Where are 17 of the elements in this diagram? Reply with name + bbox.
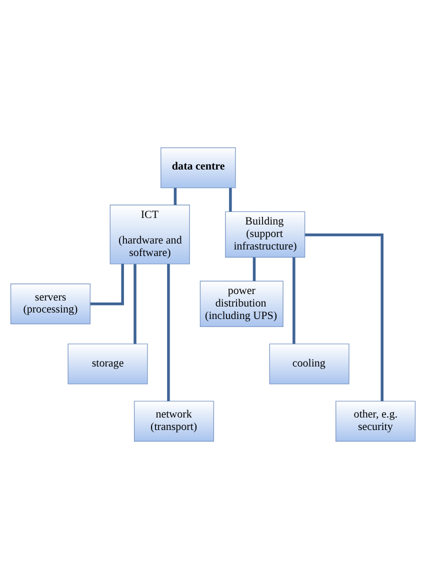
- node-box: power distribution (including UPS): [200, 280, 284, 327]
- node-box: servers (processing): [10, 283, 90, 324]
- node-box: cooling: [269, 343, 350, 384]
- connector: [229, 187, 232, 212]
- node-box: ICT (hardware and software): [110, 204, 190, 264]
- connector: [134, 264, 136, 344]
- node-box: other, e.g. security: [336, 400, 416, 442]
- connector: [90, 263, 124, 305]
- connector: [305, 232, 384, 401]
- connector: [292, 256, 296, 344]
- connector: [252, 256, 256, 280]
- node-box: data centre: [160, 146, 236, 188]
- node-box: network (transport): [134, 400, 214, 442]
- connector: [167, 264, 170, 400]
- node-box: Building (support infrastructure): [225, 210, 306, 258]
- connector: [174, 187, 177, 204]
- node-box: storage: [68, 343, 148, 384]
